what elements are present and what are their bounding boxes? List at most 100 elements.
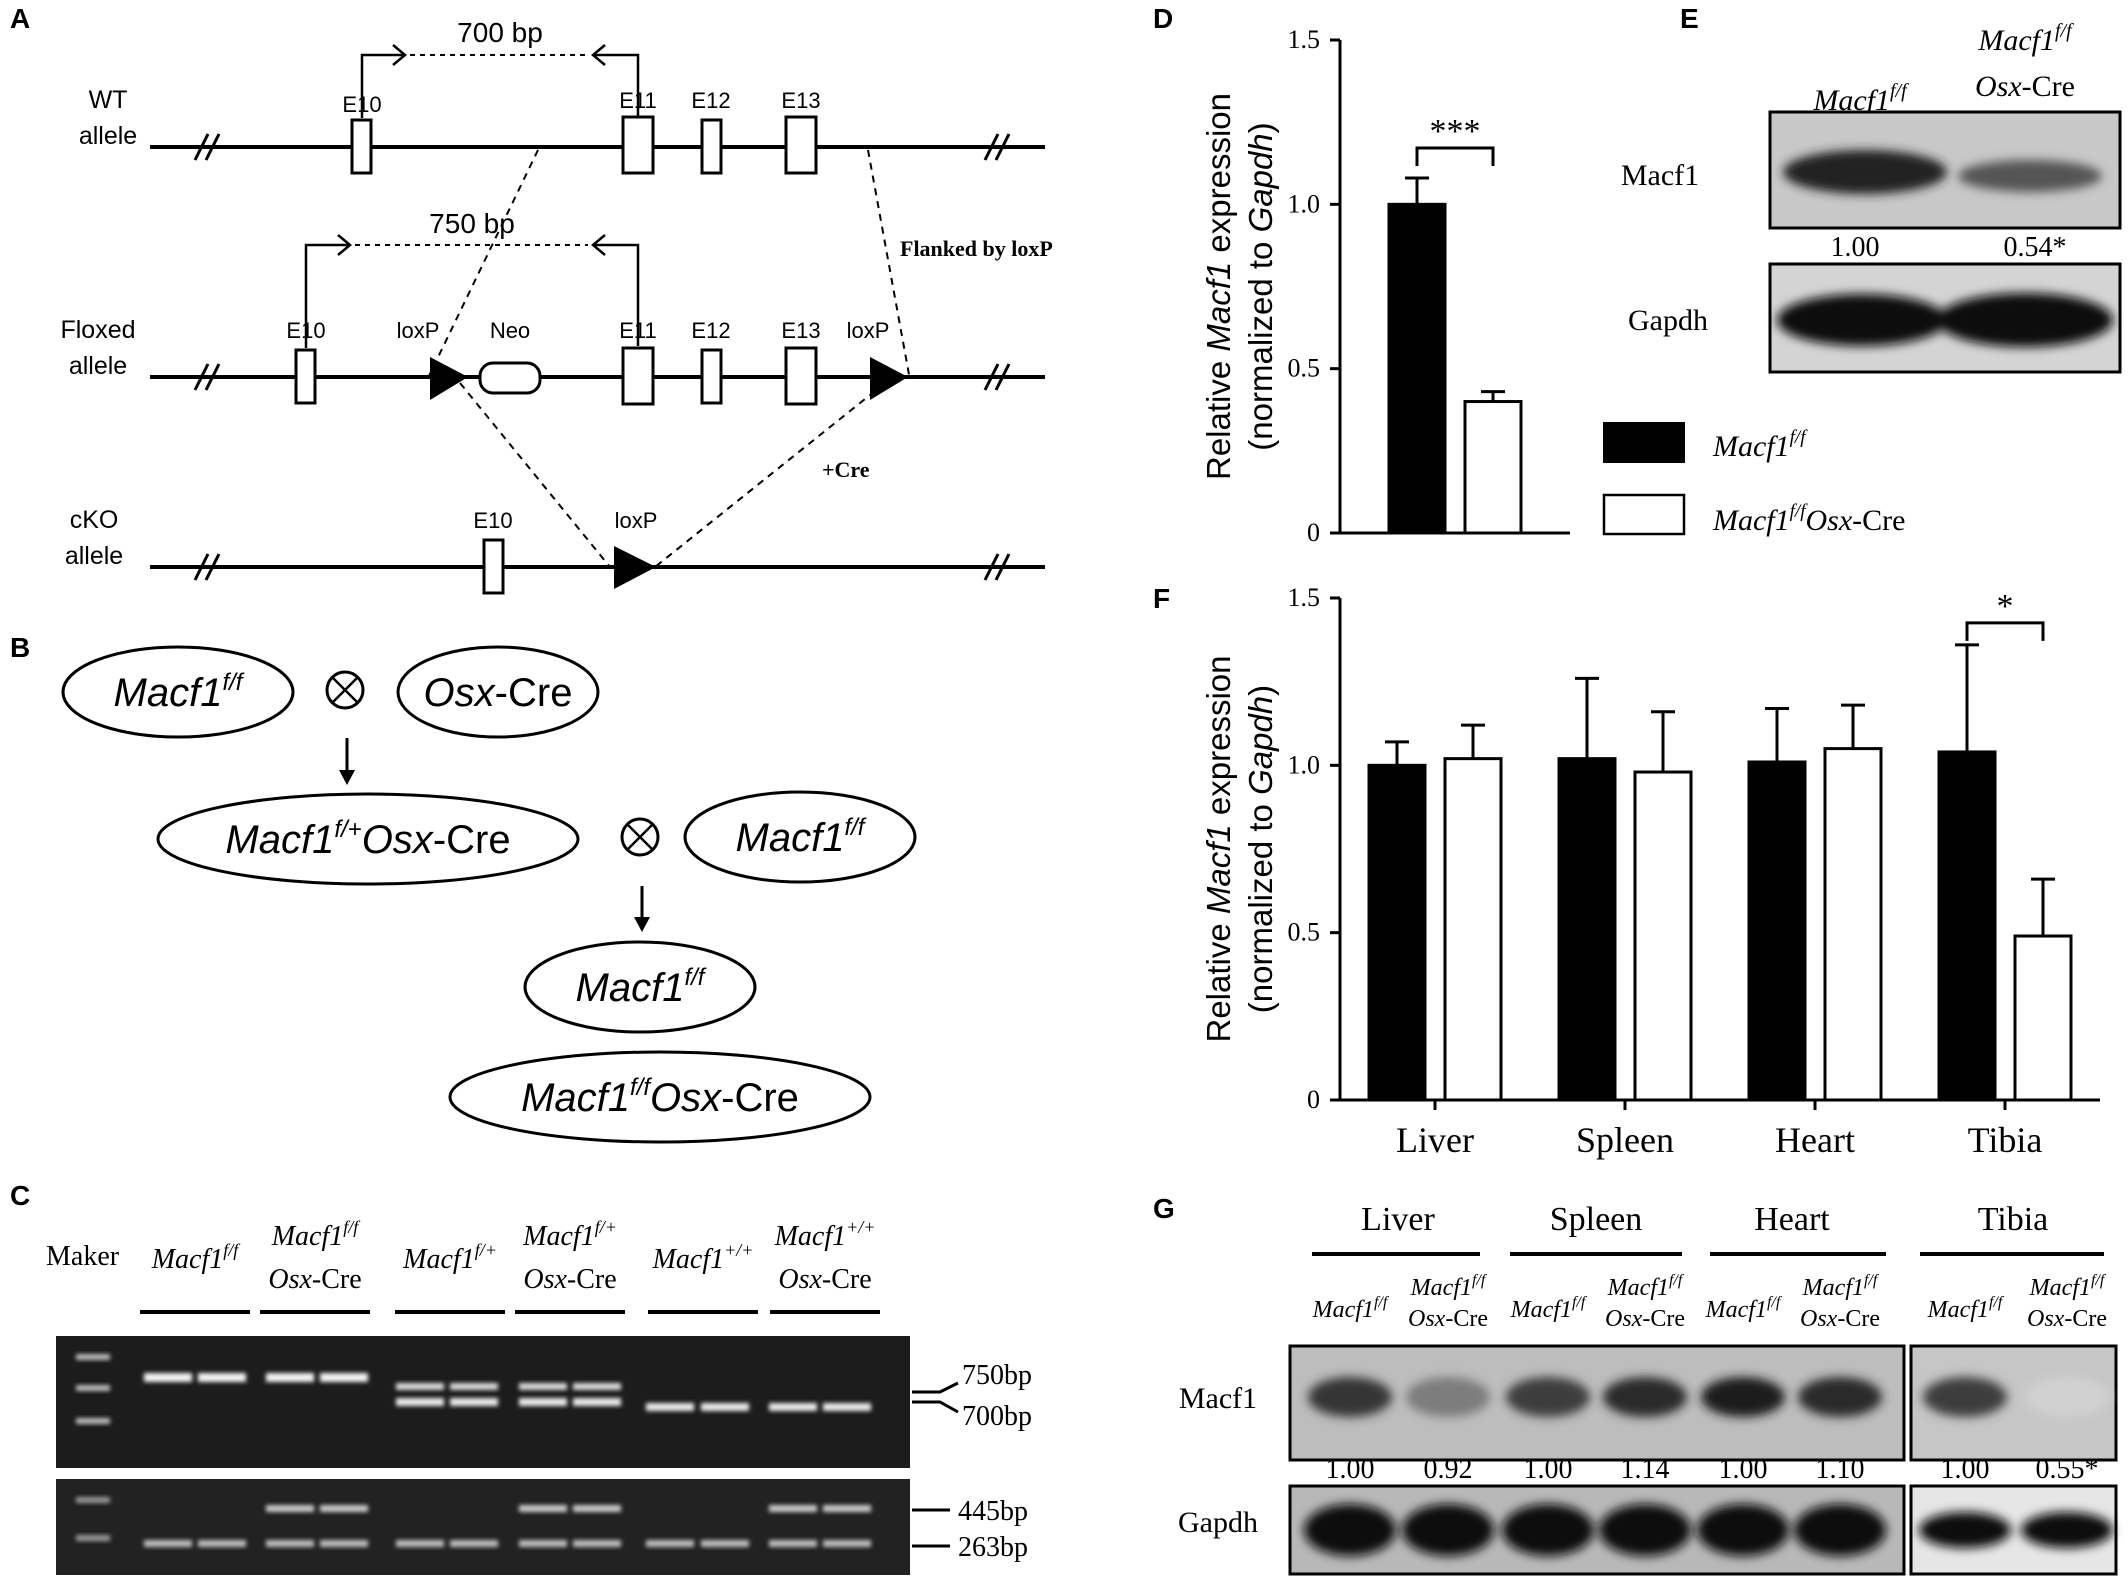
c-band-263 (198, 1540, 246, 1547)
c-gel-bottom (56, 1479, 910, 1575)
g-row1-label: Macf1 (1179, 1382, 1257, 1415)
legend-swatch-ff (1603, 422, 1685, 463)
g-quant-value: 1.00 (1941, 1454, 1990, 1485)
g-macf1-band (1701, 1377, 1785, 1417)
c-band-lower (396, 1398, 444, 1406)
g-tissue-label-heart: Heart (1754, 1201, 1830, 1238)
g-col-label-ff-osxcre-1: Macf1f/f (1802, 1272, 1880, 1301)
g-tissue-label-spleen: Spleen (1550, 1201, 1643, 1238)
g-col-label-ff-osxcre-1: Macf1f/f (1607, 1272, 1685, 1301)
e-col2-label-1: Macf1f/f (1977, 20, 2074, 57)
wt-e11-label: E11 (619, 88, 657, 113)
g-gapdh-band (1599, 1504, 1691, 1556)
c-band-263: 263bp (958, 1532, 1028, 1563)
c-band-445 (266, 1505, 314, 1512)
cko-e10-label: E10 (473, 508, 512, 533)
g-gapdh-band (1697, 1504, 1789, 1556)
c-marker-band (76, 1535, 110, 1541)
c-band-445 (769, 1505, 817, 1512)
floxed-loxp-label-1: loxP (397, 318, 440, 343)
g-col-label-ff: Macf1f/f (1510, 1294, 1588, 1323)
flanked-by-loxp-label: Flanked by loxP (900, 236, 1053, 261)
floxed-e12-label: E12 (691, 318, 730, 343)
x-tick-label: Spleen (1576, 1120, 1674, 1160)
c-band-lower (573, 1398, 621, 1406)
g-quant-value: 0.92 (1424, 1454, 1473, 1485)
y-axis-label-2: (normalized to Gapdh) (1242, 122, 1279, 450)
c-marker-band (76, 1497, 110, 1503)
c-band-lower (450, 1398, 498, 1406)
c-band-263 (519, 1540, 567, 1547)
floxed-e13-label: E13 (781, 318, 820, 343)
c-band-445 (519, 1505, 567, 1512)
bar (1463, 400, 1523, 535)
g-macf1-band (1506, 1377, 1590, 1417)
g-col-label-ff-osxcre-2: Osx-Cre (1605, 1306, 1685, 1332)
c-band-lower (823, 1403, 871, 1411)
c-band-263 (701, 1540, 749, 1547)
b-macf1ff-osxcre-result-text: Macf1f/fOsx-Cre (521, 1074, 799, 1120)
g-col-label-ff: Macf1f/f (1927, 1294, 2005, 1323)
b-macf1ff-text-2: Macf1f/f (736, 814, 867, 860)
floxed-exon-e13 (784, 346, 818, 406)
c-marker-band (76, 1418, 110, 1424)
cko-allele-label-1: cKO (70, 506, 119, 534)
wt-exon-e13 (784, 115, 818, 175)
floxed-exon-e12 (700, 348, 723, 405)
cko-loxp-triangle (614, 546, 656, 589)
c-band-lower (519, 1398, 567, 1406)
bar (1823, 747, 1883, 1102)
c-group-label-4-line2: Osx-Cre (523, 1264, 616, 1295)
wt-allele-label-1: WT (89, 86, 128, 114)
panel-label-f: F (1153, 583, 1170, 614)
cko-loxp-label: loxP (615, 508, 658, 533)
c-band-445 (573, 1505, 621, 1512)
g-quant-value: 1.00 (1719, 1454, 1768, 1485)
y-tick-label: 0.5 (1288, 918, 1321, 947)
significance-bracket (1965, 621, 2045, 641)
c-band-263 (823, 1540, 871, 1547)
g-quant-value: 0.55* (2036, 1454, 2099, 1485)
floxed-bp-label: 750 bp (429, 208, 515, 239)
c-band-263 (646, 1540, 694, 1547)
x-tick-label: Liver (1396, 1120, 1474, 1160)
g-gapdh-band (1919, 1512, 2011, 1548)
c-band-445 (823, 1505, 871, 1512)
c-band-upper (198, 1373, 246, 1382)
c-group-label-2: Macf1f/f (271, 1217, 362, 1252)
floxed-e11-label: E11 (619, 318, 657, 343)
b-macf1ff-osxcre-result-oval (448, 1050, 872, 1144)
g-macf1-band (1308, 1377, 1392, 1417)
c-group-label-6: Macf1+/+ (774, 1217, 876, 1252)
c-band-upper (144, 1373, 192, 1382)
b-macf1fp-osxcre-oval (156, 792, 580, 886)
c-band-263 (266, 1540, 314, 1547)
g-col-label-ff-osxcre-2: Osx-Cre (2027, 1306, 2107, 1332)
g-macf1-band (2025, 1377, 2109, 1417)
g-tissue-label-tibia: Tibia (1978, 1201, 2049, 1238)
b-macf1fp-osxcre-text: Macf1f/+Osx-Cre (225, 816, 510, 862)
c-band-445: 445bp (958, 1496, 1028, 1527)
c-band-700: 700bp (962, 1401, 1032, 1432)
loxp-triangle-1 (430, 357, 468, 400)
wt-e10-label: E10 (342, 92, 381, 117)
g-tissue-label-liver: Liver (1361, 1201, 1435, 1238)
g-quant-value: 1.00 (1326, 1454, 1375, 1485)
g-gapdh-band (1304, 1504, 1396, 1556)
c-marker-band (76, 1354, 110, 1360)
g-macf1-band (1406, 1377, 1490, 1417)
wt-e12-label: E12 (691, 88, 730, 113)
c-band-263 (769, 1540, 817, 1547)
bar (1557, 757, 1617, 1102)
b-macf1ff-oval-1 (61, 645, 295, 739)
bar (1367, 763, 1427, 1102)
g-col-label-ff-osxcre-1: Macf1f/f (1410, 1272, 1488, 1301)
c-band-upper (519, 1383, 567, 1390)
b-macf1ff-result-text: Macf1f/f (576, 964, 707, 1010)
y-axis-label-2: (normalized to Gapdh) (1242, 685, 1279, 1013)
